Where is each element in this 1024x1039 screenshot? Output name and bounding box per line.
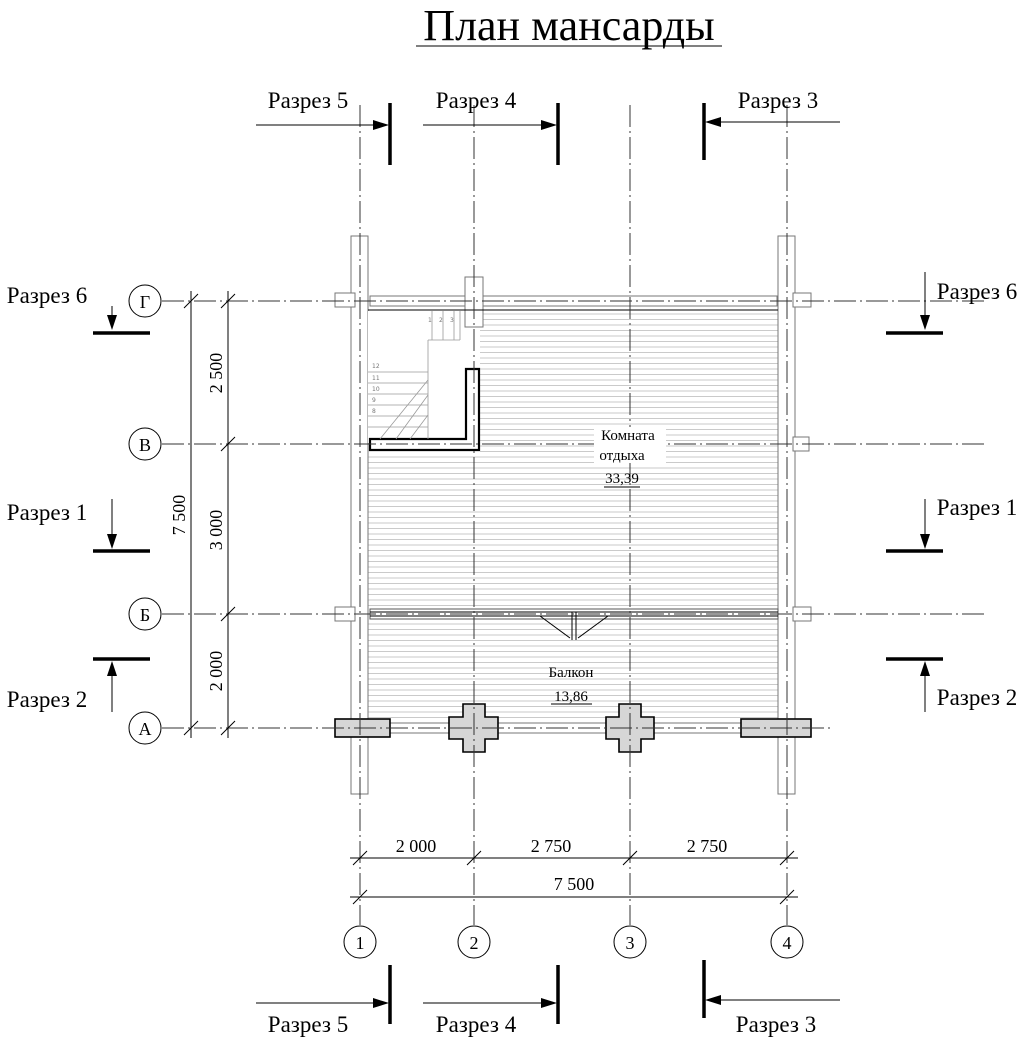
section-arrow-head [920, 534, 930, 549]
axis-marker-v [128, 427, 162, 461]
dim-tick [183, 720, 199, 736]
section-markers-right: Разрез 6 Разрез 1 Разрез 2 [886, 272, 1017, 712]
stair-partition [368, 367, 481, 452]
section-arrow-head [107, 315, 117, 330]
stair-tread [409, 414, 429, 440]
section-label-2-right: Разрез 2 [937, 685, 1017, 710]
axis-label-1: 1 [356, 933, 365, 953]
row-axis-markers: Г В Б А [128, 284, 162, 745]
section-label-4-top: Разрез 4 [436, 88, 517, 113]
section-label-3-top: Разрез 3 [738, 88, 818, 113]
section-label-2-left: Разрез 2 [7, 687, 87, 712]
dim-vertical-part: 3 000 [206, 510, 226, 551]
dim-horizontal-total: 7 500 [554, 874, 595, 894]
staircase: 12 11 10 9 8 1 2 3 [368, 311, 481, 452]
room-label-bg [594, 427, 666, 463]
dim-tick [779, 889, 795, 905]
balcony-name: Балкон [549, 665, 594, 681]
dim-vertical-total: 7 500 [169, 495, 189, 536]
section-label-1-right: Разрез 1 [937, 495, 1017, 520]
dim-tick [220, 293, 236, 309]
stair-step-number: 10 [372, 386, 380, 393]
grid-axes [162, 105, 985, 925]
section-arrow-head [541, 998, 557, 1008]
section-label-6-right: Разрез 6 [937, 279, 1017, 304]
stair-step-number: 2 [439, 317, 443, 324]
section-label-3-bottom: Разрез 3 [736, 1012, 816, 1037]
wall-stub-left-g [334, 292, 356, 308]
axis-label-b: Б [140, 605, 150, 625]
axis-label-a: А [139, 719, 152, 739]
axis-label-v: В [139, 435, 151, 455]
door-leaf [577, 615, 609, 639]
room-name: отдыха [599, 448, 645, 464]
dim-vertical-part: 2 500 [206, 353, 226, 394]
stair-well-bg [368, 311, 464, 443]
section-arrow-head [705, 117, 721, 127]
stair-step-number: 12 [372, 363, 380, 370]
vertical-dimensions: 7 500 2 500 3 000 2 000 [169, 291, 236, 738]
section-label-4-bottom: Разрез 4 [436, 1012, 517, 1037]
axis-label-3: 3 [626, 933, 635, 953]
dim-horizontal-part: 2 750 [531, 836, 572, 856]
dim-tick [220, 720, 236, 736]
dim-horizontal-part: 2 750 [687, 836, 728, 856]
dim-vertical-part: 2 000 [206, 651, 226, 692]
axis-marker-4 [770, 925, 804, 959]
stair-step-number: 11 [372, 375, 380, 382]
section-arrow-head [920, 315, 930, 330]
axis-label-2: 2 [470, 933, 479, 953]
room-labels: Комната отдыха 33,39 Балкон 13,86 [549, 427, 666, 705]
room-area: 33,39 [605, 471, 639, 487]
stair-step-number: 8 [372, 408, 376, 415]
floor-hatching [368, 313, 778, 718]
section-label-6-left: Разрез 6 [7, 283, 87, 308]
section-markers-top: Разрез 5 Разрез 4 Разрез 3 [256, 88, 840, 165]
axis-marker-3 [613, 925, 647, 959]
axis-marker-1 [343, 925, 377, 959]
stair-step-number: 9 [372, 397, 376, 404]
dim-tick [622, 850, 638, 866]
dim-tick [352, 889, 368, 905]
section-arrow-head [541, 120, 557, 130]
section-markers-bottom: Разрез 5 Разрез 4 Разрез 3 [256, 960, 840, 1037]
section-arrow-head [373, 120, 389, 130]
section-arrow-head [107, 534, 117, 549]
axis-marker-a [128, 711, 162, 745]
section-arrow-head [705, 995, 721, 1005]
dim-tick [183, 293, 199, 309]
axis-marker-g [128, 284, 162, 318]
axis-label-4: 4 [783, 933, 792, 953]
stair-step-number: 1 [428, 317, 432, 324]
section-markers-left: Разрез 6 Разрез 1 Разрез 2 [7, 283, 150, 712]
plan-title: План мансарды [423, 1, 714, 50]
stair-tread [395, 394, 429, 440]
section-label-5-bottom: Разрез 5 [268, 1012, 348, 1037]
column-axis-markers: 1 2 3 4 [343, 925, 804, 959]
door-leaf [539, 615, 571, 639]
wall-stub-right-g [792, 292, 812, 308]
balcony-area: 13,86 [554, 689, 588, 705]
dim-tick [466, 850, 482, 866]
axis-marker-b [128, 597, 162, 631]
stair-step-number: 3 [450, 317, 454, 324]
stair-tread [379, 379, 429, 440]
section-label-5-top: Разрез 5 [268, 88, 348, 113]
room-name: Комната [601, 428, 655, 444]
dim-tick [220, 436, 236, 452]
section-arrow-head [373, 998, 389, 1008]
axis-label-g: Г [140, 292, 150, 312]
dim-tick [220, 606, 236, 622]
horizontal-dimensions: 2 000 2 750 2 750 7 500 [350, 836, 798, 905]
dim-tick [352, 850, 368, 866]
dim-horizontal-part: 2 000 [396, 836, 437, 856]
section-label-1-left: Разрез 1 [7, 500, 87, 525]
axis-marker-2 [457, 925, 491, 959]
dim-tick [779, 850, 795, 866]
